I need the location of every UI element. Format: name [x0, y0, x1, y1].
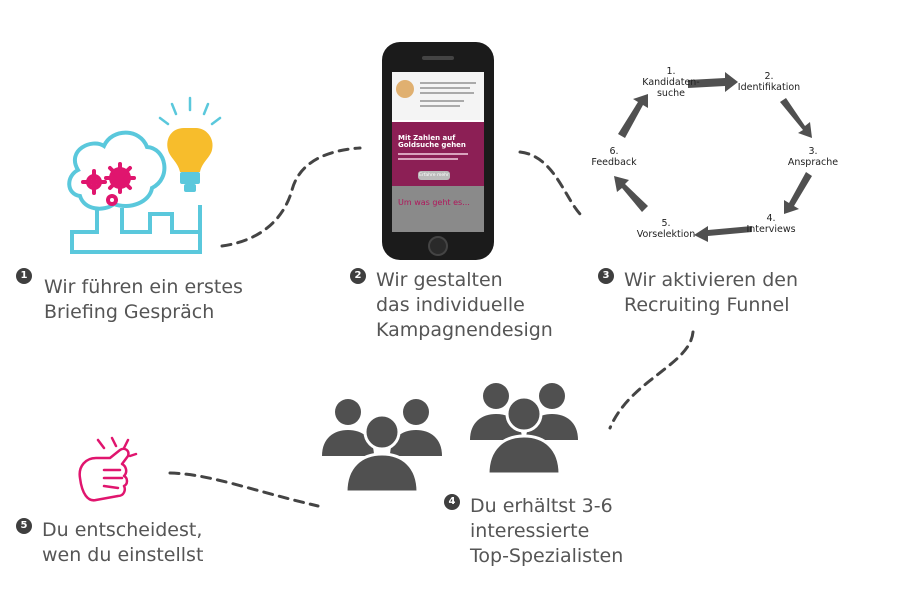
avatar	[396, 80, 414, 98]
funnel-label-number: 1.	[666, 66, 676, 77]
step-label-line: Du erhältst 3-6	[470, 495, 613, 517]
funnel-label-5: 5. Vorselektion	[626, 218, 706, 240]
step-label-4: Du erhältst 3-6 interessierte Top-Spezia…	[470, 494, 623, 569]
funnel-label-6: 6. Feedback	[584, 146, 644, 168]
funnel-label-text: Feedback	[591, 157, 637, 168]
cycle-arrow-5-6	[614, 176, 648, 212]
text-placeholder-line	[398, 153, 468, 155]
step-number-1: 1	[16, 268, 32, 284]
cycle-arrow-1-2	[688, 72, 738, 92]
step-label-line: das individuelle	[376, 294, 525, 316]
step-label-line: Kampagnendesign	[376, 319, 553, 341]
step-label-line: Top-Spezialisten	[470, 545, 624, 567]
phone-banner-button[interactable]: Erfahre mehr	[418, 171, 450, 180]
text-placeholder-line	[420, 87, 470, 89]
funnel-label-number: 5.	[661, 218, 671, 229]
funnel-label-number: 4.	[766, 213, 776, 224]
step-label-2: Wir gestalten das individuelle Kampagnen…	[376, 268, 553, 343]
connector-3-4	[608, 330, 695, 430]
step-label-line: interessierte	[470, 520, 590, 542]
funnel-label-number: 2.	[764, 71, 774, 82]
cycle-arrows-icon	[614, 72, 812, 242]
cycle-arrow-6-1	[618, 94, 648, 138]
phone-banner-title: Mit Zahlen auf Goldsuche gehen	[398, 135, 466, 149]
funnel-label-text: Interviews	[746, 224, 796, 235]
funnel-label-text: Ansprache	[787, 157, 839, 168]
step-label-line: wen du einstellst	[42, 544, 204, 566]
step-label-5: Du entscheidest, wen du einstellst	[42, 518, 203, 568]
phone-banner: Mit Zahlen auf Goldsuche gehen Erfahre m…	[392, 122, 484, 186]
phone-screen-header	[392, 72, 484, 120]
connector-2-3	[518, 150, 584, 218]
step-number-5: 5	[16, 518, 32, 534]
pointing-hand-icon	[78, 436, 138, 502]
phone-screen: Mit Zahlen auf Goldsuche gehen Erfahre m…	[392, 72, 484, 232]
group-people-icon	[322, 383, 578, 494]
connector-4-5	[168, 471, 320, 508]
step-number-2: 2	[350, 268, 366, 284]
text-placeholder-line	[420, 92, 474, 94]
cycle-arrow-3-4	[784, 172, 812, 214]
text-placeholder-line	[420, 100, 464, 102]
text-placeholder-line	[420, 82, 476, 84]
step-label-line: Briefing Gespräch	[44, 301, 215, 323]
phone-banner-text	[398, 153, 474, 160]
step-label-line: Wir führen ein erstes	[44, 276, 243, 298]
phone-banner-title-line-2: Goldsuche gehen	[398, 141, 466, 149]
phone-banner-title-line-1: Mit Zahlen auf	[398, 134, 456, 142]
funnel-label-text: Identifikation	[737, 82, 801, 93]
funnel-label-number: 3.	[808, 146, 818, 157]
step-number-4: 4	[444, 494, 460, 510]
step-label-1: Wir führen ein erstes Briefing Gespräch	[44, 275, 243, 325]
funnel-label-4: 4. Interviews	[736, 213, 806, 235]
dashed-connectors	[168, 146, 695, 508]
step-number-3: 3	[598, 268, 614, 284]
step-label-line: Wir gestalten	[376, 269, 503, 291]
step-label-line: Wir aktivieren den	[624, 269, 799, 291]
lightbulb-head-icon	[67, 96, 222, 254]
funnel-label-1: 1. Kandidaten- suche	[636, 66, 706, 99]
cycle-arrow-4-5	[694, 226, 752, 242]
funnel-label-number: 6.	[609, 146, 619, 157]
funnel-label-2: 2. Identifikation	[724, 71, 814, 93]
step-label-3: Wir aktivieren den Recruiting Funnel	[624, 268, 798, 318]
text-placeholder-line	[420, 105, 460, 107]
funnel-label-text: Vorselektion	[636, 229, 696, 240]
funnel-label-text: Kandidaten-	[642, 77, 700, 88]
step-label-line: Du entscheidest,	[42, 519, 203, 541]
cycle-arrow-2-3	[780, 98, 812, 138]
text-placeholder-line	[398, 158, 458, 160]
phone-lower-headline: Um was geht es...	[398, 198, 470, 207]
step-label-line: Recruiting Funnel	[624, 294, 790, 316]
funnel-label-3: 3. Ansprache	[778, 146, 848, 168]
connector-1-2	[220, 146, 362, 248]
phone-lower-section: Um was geht es...	[392, 186, 484, 232]
funnel-label-text: suche	[656, 88, 686, 99]
